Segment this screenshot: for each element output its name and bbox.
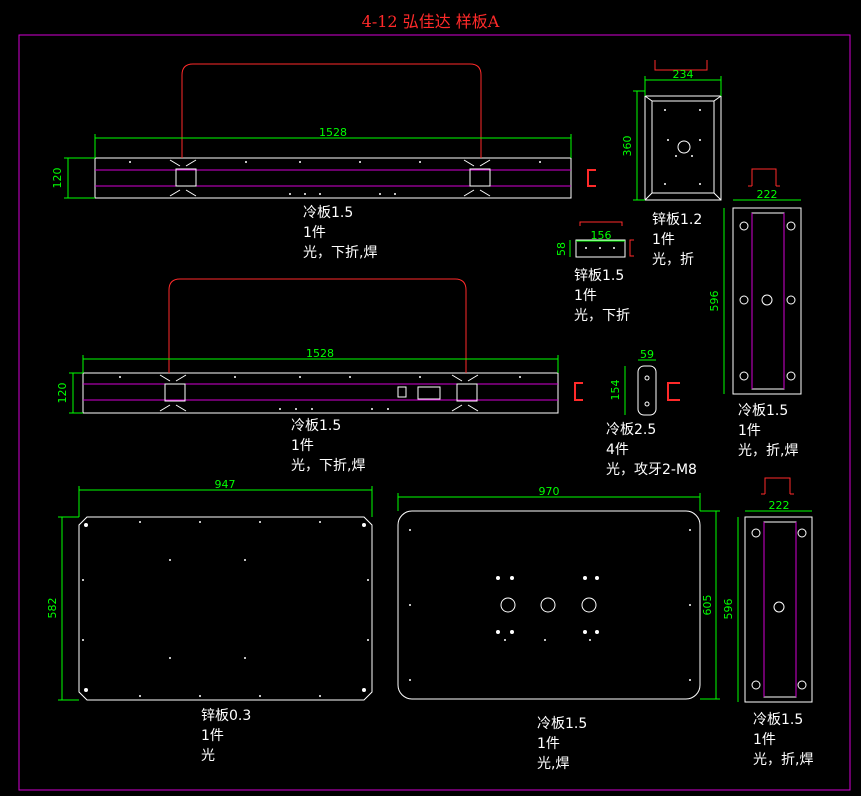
- dim-59: 59: [638, 348, 656, 361]
- part-channel-bottom: [744, 477, 813, 703]
- dim-222-top-text: 222: [757, 188, 778, 201]
- note-long-top-material: 冷板1.5: [303, 205, 354, 221]
- note-bracket-234-material: 锌板1.2: [652, 212, 703, 228]
- note-tab-59: 冷板2.5 4件 光，攻牙2-M8: [606, 420, 697, 480]
- dim-947: 947: [78, 478, 373, 517]
- drawing-title: 4-12 弘佳达 样板A: [361, 12, 500, 31]
- dim-1528-mid: 1528: [82, 347, 559, 373]
- dim-156-text: 156: [591, 229, 612, 242]
- dim-222-top: 222: [733, 188, 801, 201]
- dim-596-bottom: 596: [722, 517, 739, 702]
- note-long-mid: 冷板1.5 1件 光，下折,焊: [291, 416, 365, 476]
- note-channel-top: 冷板1.5 1件 光，折,焊: [738, 401, 798, 461]
- dim-1528-top: 1528: [94, 126, 572, 158]
- part-long-bar-top-dots: [129, 161, 541, 195]
- part-small-156: [575, 221, 634, 258]
- drawing-border: [18, 34, 851, 791]
- note-panel-947-process: 光: [201, 748, 215, 764]
- note-long-mid-process: 光，下折,焊: [291, 458, 366, 474]
- part-panel-970: [397, 510, 701, 700]
- note-panel-970-material: 冷板1.5: [537, 716, 588, 732]
- dim-154: 154: [609, 366, 626, 415]
- section-mark-top: [587, 169, 596, 187]
- dim-59-text: 59: [640, 348, 654, 361]
- part-panel-970-holes: [409, 529, 691, 681]
- dim-154-text: 154: [609, 380, 622, 401]
- note-long-top: 冷板1.5 1件 光，下折,焊: [303, 203, 377, 263]
- part-tab-59: [637, 365, 680, 416]
- note-panel-970-process: 光,焊: [537, 756, 570, 772]
- note-tab-59-qty: 4件: [606, 442, 629, 458]
- part-small-156-dots: [585, 247, 615, 249]
- part-long-bar-top: [94, 63, 572, 199]
- dim-120-top-text: 120: [51, 168, 64, 189]
- dim-120-mid: 120: [56, 372, 83, 414]
- note-panel-947: 锌板0.3 1件 光: [201, 706, 251, 766]
- note-channel-bottom-qty: 1件: [753, 732, 776, 748]
- dim-1528-top-text: 1528: [319, 126, 347, 139]
- dim-58: 58: [555, 240, 571, 257]
- dim-596-top: 596: [708, 208, 725, 394]
- note-panel-947-qty: 1件: [201, 728, 224, 744]
- dim-1528-mid-text: 1528: [306, 347, 334, 360]
- note-channel-bottom-material: 冷板1.5: [753, 712, 804, 728]
- note-long-mid-qty: 1件: [291, 438, 314, 454]
- note-channel-bottom: 冷板1.5 1件 光，折,焊: [753, 710, 813, 770]
- dim-58-text: 58: [555, 242, 568, 256]
- dim-120-mid-text: 120: [56, 383, 69, 404]
- note-bracket-234-qty: 1件: [652, 232, 675, 248]
- part-panel-947: [78, 516, 373, 701]
- dim-605: 605: [700, 510, 720, 700]
- dim-360: 360: [621, 90, 645, 201]
- note-tab-59-process: 光，攻牙2-M8: [606, 462, 697, 478]
- part-long-bar-mid-dots: [119, 376, 521, 410]
- dim-605-text: 605: [701, 595, 714, 616]
- dim-156: 156: [576, 229, 625, 242]
- note-channel-top-process: 光，折,焊: [738, 443, 799, 459]
- dim-234: 234: [644, 68, 722, 96]
- part-long-bar-mid: [82, 278, 559, 414]
- note-tab-59-material: 冷板2.5: [606, 422, 657, 438]
- note-bracket-234-process: 光，折: [652, 252, 694, 268]
- part-panel-947-holes: [82, 521, 369, 697]
- section-mark-mid: [574, 382, 583, 401]
- note-long-mid-material: 冷板1.5: [291, 418, 342, 434]
- dim-222-bottom: 222: [745, 499, 812, 512]
- note-channel-bottom-process: 光，折,焊: [753, 752, 814, 768]
- note-channel-top-material: 冷板1.5: [738, 403, 789, 419]
- part-channel-top: [732, 168, 802, 395]
- note-small-156: 锌板1.5 1件 光，下折: [574, 266, 630, 326]
- note-long-top-process: 光，下折,焊: [303, 245, 378, 261]
- note-panel-970-qty: 1件: [537, 736, 560, 752]
- dim-970: 970: [397, 485, 701, 511]
- dim-596-bottom-text: 596: [722, 599, 735, 620]
- dim-222-bottom-text: 222: [769, 499, 790, 512]
- dim-120-top: 120: [51, 157, 95, 199]
- note-small-156-qty: 1件: [574, 288, 597, 304]
- note-panel-947-material: 锌板0.3: [201, 708, 252, 724]
- dim-582: 582: [46, 516, 79, 701]
- note-panel-970: 冷板1.5 1件 光,焊: [537, 714, 587, 774]
- dim-947-text: 947: [215, 478, 236, 491]
- note-small-156-process: 光，下折: [574, 308, 630, 324]
- part-bracket-234-dots: [664, 109, 701, 185]
- dim-360-text: 360: [621, 136, 634, 157]
- dim-582-text: 582: [46, 598, 59, 619]
- part-bracket-234: [644, 60, 722, 201]
- dim-234-text: 234: [673, 68, 694, 81]
- note-small-156-material: 锌板1.5: [574, 268, 625, 284]
- note-bracket-234: 锌板1.2 1件 光，折: [652, 210, 702, 270]
- note-long-top-qty: 1件: [303, 225, 326, 241]
- dim-596-top-text: 596: [708, 291, 721, 312]
- dim-970-text: 970: [539, 485, 560, 498]
- note-channel-top-qty: 1件: [738, 423, 761, 439]
